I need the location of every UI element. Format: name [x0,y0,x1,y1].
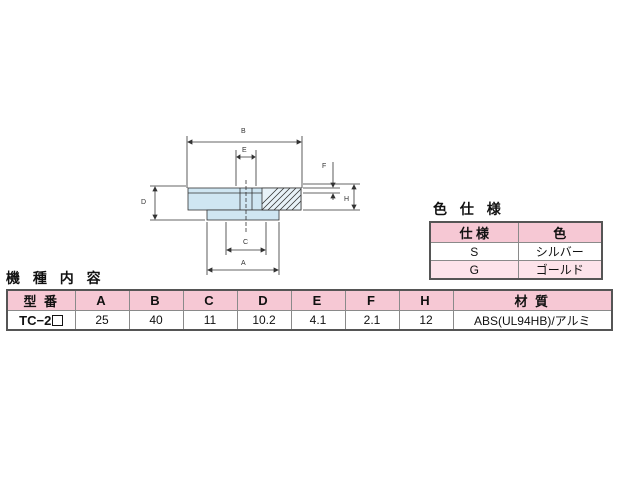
spec-value-d: 10.2 [236,310,292,331]
spec-value-e: 4.1 [290,310,346,331]
spec-header-a: A [74,289,130,311]
spec-header-row: 型 番 A B C D E F H 材 質 [6,289,613,311]
dim-label-h: H [344,196,349,203]
spec-value-material: ABS(UL94HB)/アルミ [452,310,613,331]
dim-label-f: F [322,163,326,170]
spec-header-f: F [344,289,400,311]
box-placeholder-icon [52,314,64,326]
spec-value-f: 2.1 [344,310,400,331]
color-spec-color: ゴールド [517,260,603,280]
dim-label-a: A [241,260,246,267]
spec-header-material: 材 質 [452,289,613,311]
color-spec-row: S シルバー [429,242,603,261]
spec-header-b: B [128,289,184,311]
spec-value-c: 11 [182,310,238,331]
dim-label-e: E [242,147,247,154]
spec-header-h: H [398,289,454,311]
spec-table: 型 番 A B C D E F H 材 質 TC−2 25 40 11 10.2… [6,289,613,331]
spec-model: TC−2 [19,312,52,328]
spec-header-d: D [236,289,292,311]
color-spec-header-spec: 仕 様 [429,221,519,243]
spec-data-row: TC−2 25 40 11 10.2 4.1 2.1 12 ABS(UL94HB… [6,310,613,331]
color-spec-row: G ゴールド [429,260,603,280]
color-spec-table: 仕 様 色 S シルバー G ゴールド [429,221,603,280]
color-spec-title: 色 仕 様 [433,202,505,218]
cross-section-drawing: B E D F H C A [141,128,360,275]
color-spec-color: シルバー [517,242,603,261]
color-spec-code: G [429,260,519,280]
spec-header-e: E [290,289,346,311]
color-spec-code: S [429,242,519,261]
color-spec-header-row: 仕 様 色 [429,221,603,243]
dim-label-b: B [241,128,246,135]
spec-value-h: 12 [398,310,454,331]
spec-table-title: 機 種 内 容 [6,271,105,287]
spec-header-model: 型 番 [6,289,76,311]
spec-header-c: C [182,289,238,311]
color-spec-header-color: 色 [517,221,603,243]
spec-model-cell: TC−2 [6,310,76,331]
spec-value-a: 25 [74,310,130,331]
dim-label-d: D [141,199,146,206]
spec-value-b: 40 [128,310,184,331]
dim-label-c: C [243,239,248,246]
